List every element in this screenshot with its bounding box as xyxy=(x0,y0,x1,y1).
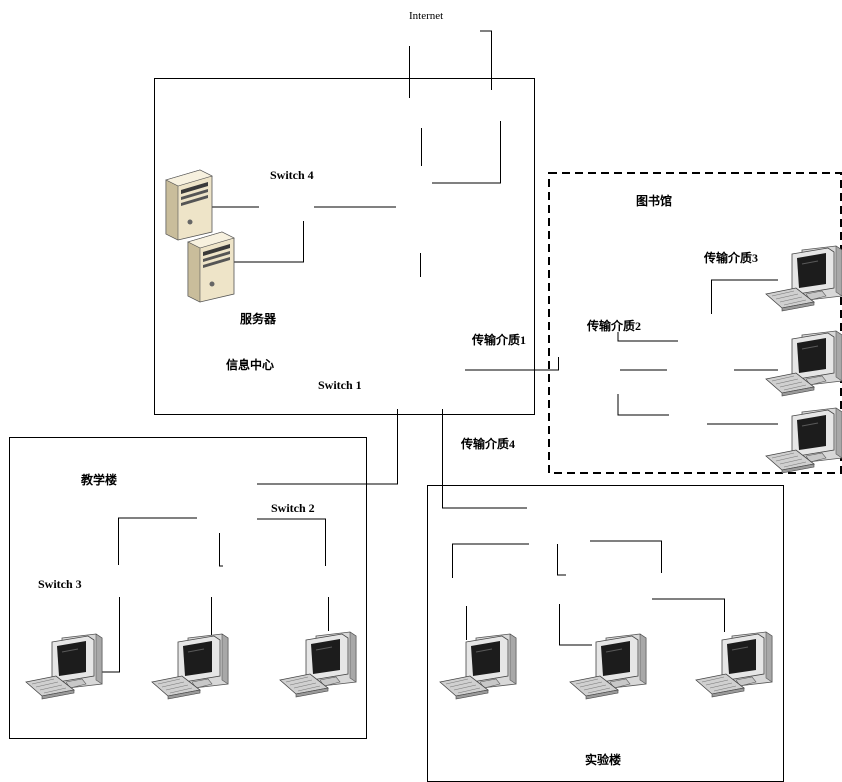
teaching-pc-icon xyxy=(25,633,103,700)
medium1-link xyxy=(465,357,559,371)
teaching-pc-icon xyxy=(279,631,357,698)
medium4-label: 传输介质4 xyxy=(460,436,515,451)
library-box xyxy=(548,172,842,474)
lab-link-right xyxy=(590,540,662,573)
teaching-link-left xyxy=(118,517,197,565)
library-link-bottom xyxy=(617,394,669,416)
library-pc-icon xyxy=(765,330,842,397)
teaching-pc1-link xyxy=(95,597,120,673)
teaching-building-box xyxy=(9,437,367,739)
info-center-label: 信息中心 xyxy=(226,357,274,372)
teaching-uplink xyxy=(257,409,398,485)
library-link-top xyxy=(617,332,678,342)
lab-pc3-link xyxy=(652,598,725,632)
lab-building-label: 实验楼 xyxy=(585,752,621,767)
switch2-label: Switch 2 xyxy=(271,501,315,515)
server-icon xyxy=(165,169,213,241)
server-group-label: 服务器 xyxy=(240,311,277,326)
switch1-label: Switch 1 xyxy=(318,378,362,392)
teaching-link-mid xyxy=(219,533,223,567)
info-center-box xyxy=(154,78,535,415)
teaching-link-right xyxy=(257,518,326,566)
library-pc-icon xyxy=(765,407,842,474)
internet-link-right xyxy=(480,30,492,90)
library-pc1-link xyxy=(711,279,778,314)
library-pc-icon xyxy=(765,245,842,312)
lab-building-box xyxy=(427,485,784,782)
teaching-building-label: 教学楼 xyxy=(80,472,117,487)
lab-link-mid xyxy=(557,544,566,576)
lab-pc2-link xyxy=(559,604,592,646)
server-icon xyxy=(187,231,235,303)
lab-pc-icon xyxy=(569,633,647,700)
medium3-label: 传输介质3 xyxy=(703,250,758,265)
lab-link-left xyxy=(452,543,529,578)
medium2-label: 传输介质2 xyxy=(586,318,641,333)
switch4-label: Switch 4 xyxy=(270,168,314,182)
lab-pc-icon xyxy=(439,633,517,700)
medium1-label: 传输介质1 xyxy=(471,332,526,347)
internet-label: Internet xyxy=(409,10,443,22)
server2-link xyxy=(212,221,304,263)
lab-pc-icon xyxy=(695,631,773,698)
router-link-b xyxy=(432,121,501,184)
library-label: 图书馆 xyxy=(636,193,672,208)
switch3-label: Switch 3 xyxy=(38,577,82,591)
teaching-pc-icon xyxy=(151,633,229,700)
medium4-link xyxy=(442,409,527,509)
